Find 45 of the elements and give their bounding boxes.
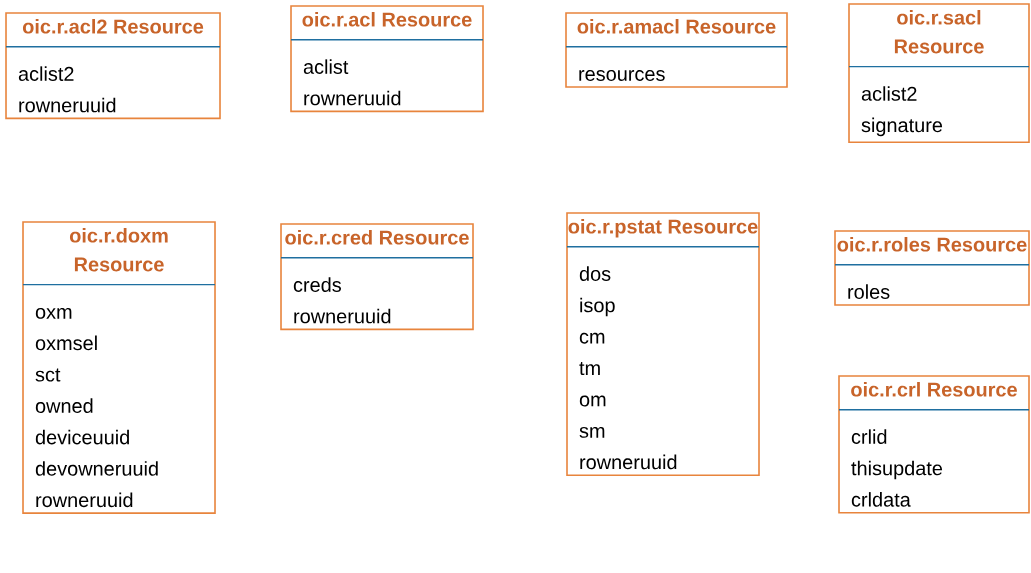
class-title: oic.r.pstat Resource xyxy=(568,219,758,238)
attribute-text: tm xyxy=(579,362,600,376)
attribute-text: aclist2 xyxy=(861,86,917,101)
attribute-text: owned xyxy=(35,398,93,413)
attribute-text: rowneruuid xyxy=(304,90,401,106)
class-title: oic.r.crl Resource xyxy=(851,382,1017,397)
attribute-text: deviceuuid xyxy=(35,429,129,445)
attribute-text: isop xyxy=(580,297,615,317)
class-box xyxy=(566,212,760,477)
attribute-text: devowneruuid xyxy=(35,461,158,476)
class-box xyxy=(5,12,221,120)
attribute-text: signature xyxy=(861,117,943,137)
class-box xyxy=(22,221,216,514)
class-title: oic.r.cred Resource xyxy=(285,230,469,245)
class-box xyxy=(834,230,1030,306)
attribute-text: crlid xyxy=(851,429,887,444)
class-title: oic.r.sacl Resource xyxy=(894,10,984,54)
attribute-text: rowneruuid xyxy=(19,97,116,113)
attribute-text: oxm xyxy=(35,307,72,319)
attribute-text: rowneruuid xyxy=(580,454,677,470)
class-box xyxy=(838,375,1030,514)
attribute-text: rowneruuid xyxy=(36,492,133,508)
attribute-text: sct xyxy=(35,368,61,382)
class-box xyxy=(848,3,1030,143)
class-box xyxy=(280,223,474,331)
class-title: oic.r.acl2 Resource xyxy=(22,19,204,34)
attribute-text: resources xyxy=(579,70,665,81)
attribute-text: dos xyxy=(579,266,611,281)
class-title: oic.r.doxm Resource xyxy=(69,228,168,272)
attribute-text: om xyxy=(579,395,606,407)
attribute-text: cm xyxy=(579,332,605,344)
attribute-text: aclist xyxy=(303,59,349,74)
attribute-text: thisupdate xyxy=(851,460,943,480)
attribute-text: creds xyxy=(293,277,341,292)
attribute-text: rowneruuid xyxy=(294,308,391,324)
attribute-text: oxmsel xyxy=(35,335,97,351)
class-title: oic.r.amacl Resource xyxy=(577,19,776,34)
class-box xyxy=(565,12,788,88)
attribute-text: roles xyxy=(848,284,890,299)
class-title: oic.r.acl Resource xyxy=(302,12,472,27)
attribute-text: aclist2 xyxy=(18,66,74,81)
class-title: oic.r.roles Resource xyxy=(837,237,1027,252)
attribute-text: crldata xyxy=(851,492,911,507)
attribute-text: sm xyxy=(579,426,605,438)
class-box xyxy=(290,5,484,113)
